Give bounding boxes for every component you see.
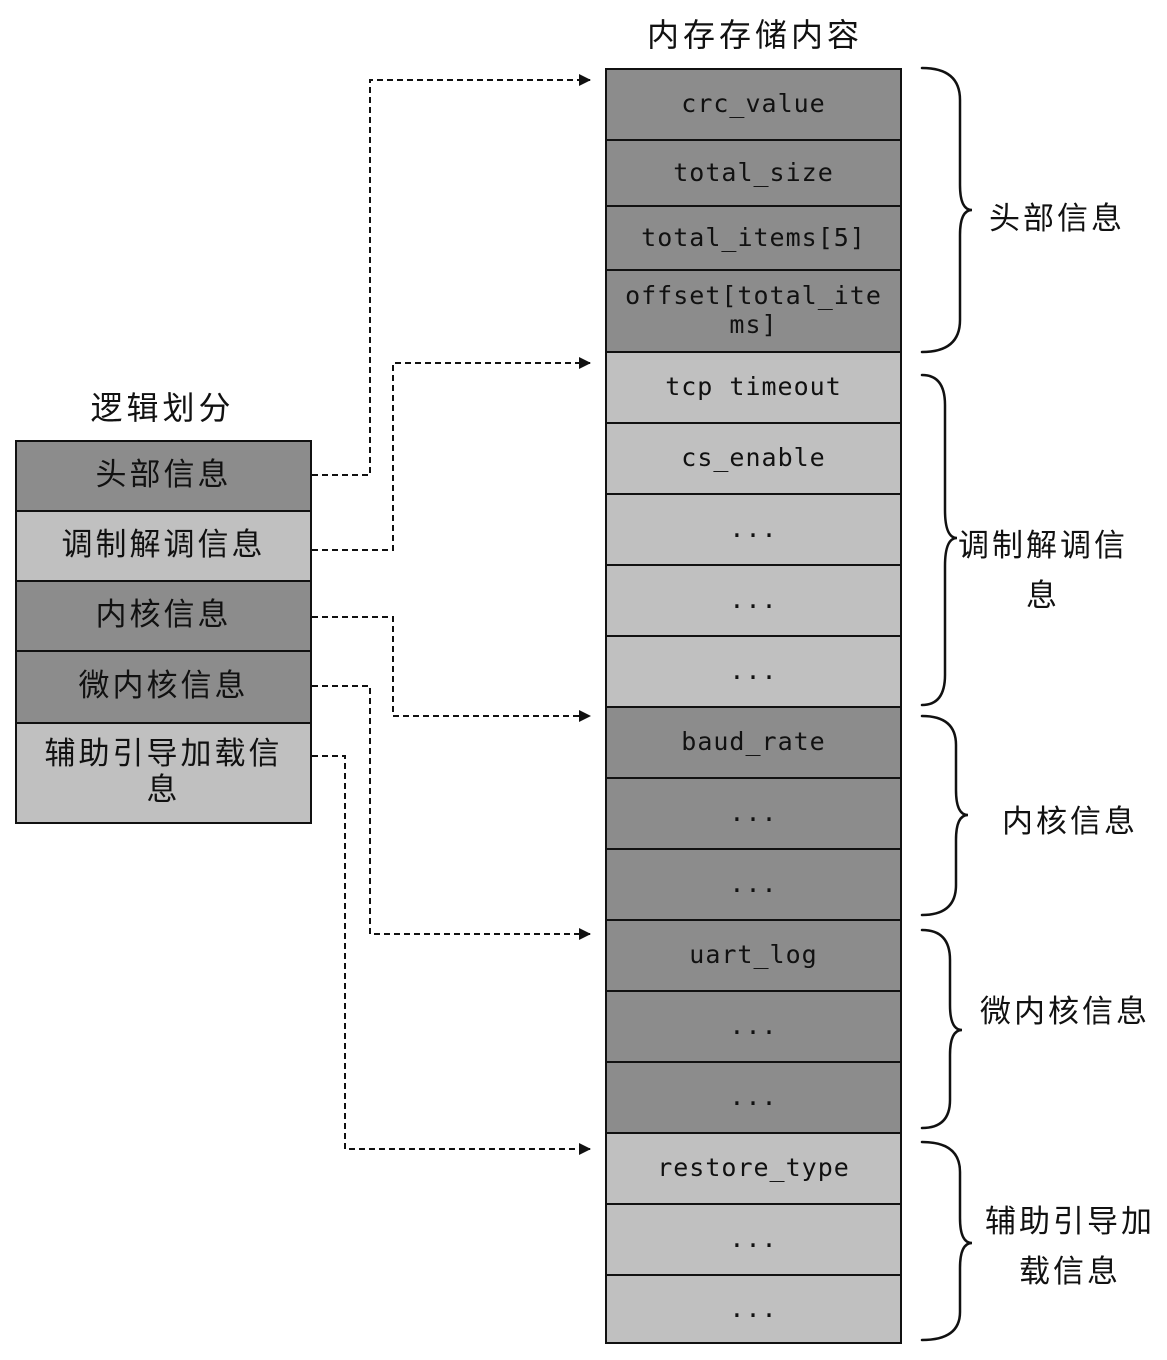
brace-kernel	[920, 714, 969, 917]
group-label-header: 头部信息	[989, 201, 1125, 237]
connector-header	[312, 74, 591, 476]
brace-bootloader	[920, 1140, 973, 1342]
memory-cell-ellipsis: ...	[605, 635, 902, 708]
memory-cell-ellipsis: ...	[605, 848, 902, 921]
memory-cell-ellipsis: ...	[605, 1203, 902, 1276]
memory-cell-ellipsis: ...	[605, 493, 902, 566]
group-label-microkernel: 微内核信息	[980, 994, 1150, 1030]
memory-content-title: 内存存储内容	[646, 16, 863, 54]
logical-division-title: 逻辑划分	[90, 389, 235, 427]
connector-microkernel	[312, 685, 591, 940]
brace-microkernel	[920, 928, 963, 1130]
brace-modem	[920, 373, 958, 707]
group-label-bootloader: 辅助引导加载信息	[985, 1204, 1155, 1290]
memory-cell-ellipsis: ...	[605, 1061, 902, 1134]
memory-cell-ellipsis: ...	[605, 564, 902, 637]
connector-modem	[312, 357, 591, 551]
memory-cell-offset: offset[total_items]	[605, 269, 902, 353]
memory-cell-ellipsis: ...	[605, 1274, 902, 1344]
memory-cell-cs-enable: cs_enable	[605, 422, 902, 495]
group-label-kernel: 内核信息	[1002, 804, 1138, 840]
logical-block-bootloader: 辅助引导加载信息	[15, 722, 312, 824]
memory-cell-restore-type: restore_type	[605, 1132, 902, 1205]
connector-bootloader	[312, 755, 591, 1155]
memory-cell-tcp-timeout: tcp timeout	[605, 351, 902, 424]
logical-block-microkernel: 微内核信息	[15, 650, 312, 724]
memory-cell-total-size: total_size	[605, 139, 902, 207]
logical-block-modem: 调制解调信息	[15, 510, 312, 582]
brace-header	[920, 66, 973, 354]
connector-kernel	[312, 616, 591, 722]
memory-cell-ellipsis: ...	[605, 777, 902, 850]
group-label-modem: 调制解调信息	[958, 528, 1128, 614]
